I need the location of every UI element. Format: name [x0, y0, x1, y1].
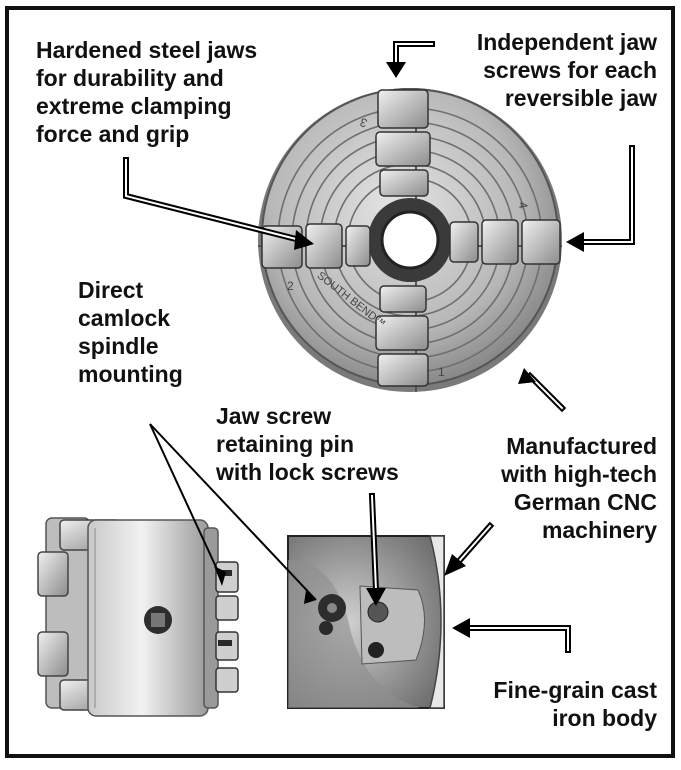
leader-lines: [123, 41, 635, 653]
jaw-right: [449, 219, 561, 265]
jaw-top: [375, 89, 431, 197]
jaw-left: [261, 223, 371, 269]
callout-cast-iron: Fine-grain cast iron body: [493, 677, 657, 731]
chuck-face-photo: SOUTH BEND™ 1 2 3 4: [258, 88, 562, 392]
callout-retaining-pin: Jaw screw retaining pin with lock screws: [216, 403, 399, 485]
camlock-leader-lines: [149, 423, 317, 601]
callout-hardened-jaws: Hardened steel jaws for durability and e…: [36, 37, 258, 147]
jaw-number-2: 2: [287, 279, 294, 293]
jaw-number-3: 3: [358, 115, 369, 131]
callout-independent-screws: Independent jaw screws for each reversib…: [476, 29, 657, 111]
chuck-side-photo: [37, 517, 239, 717]
arrow-heads: [214, 62, 584, 638]
jaw-number-1: 1: [438, 365, 445, 379]
jaw-number-4: 4: [516, 201, 531, 210]
jaw-bottom: [375, 285, 429, 387]
retaining-pin-closeup: [287, 535, 445, 709]
callout-cnc: Manufactured with high-tech German CNC m…: [501, 433, 657, 543]
callout-camlock: Direct camlock spindle mounting: [78, 277, 183, 387]
